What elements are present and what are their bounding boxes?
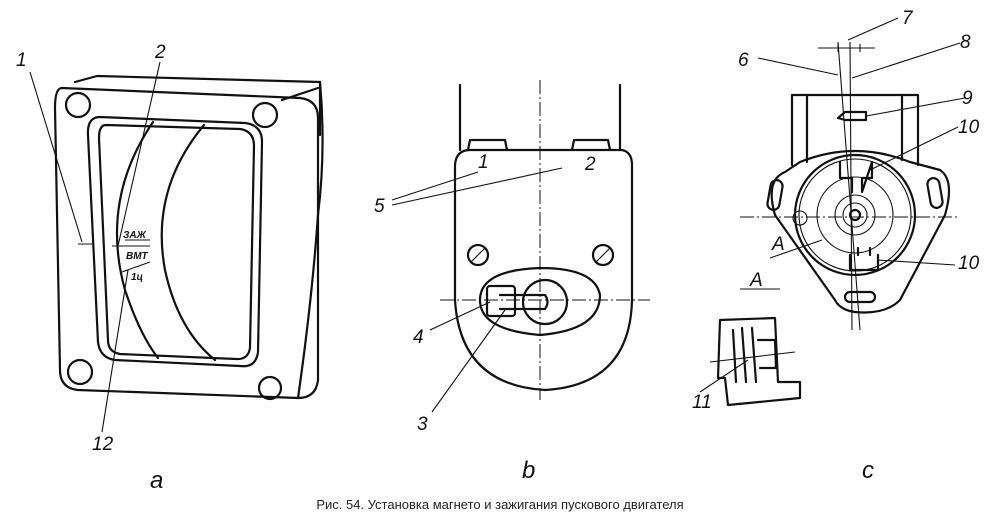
callout-a-2: 2 (154, 42, 166, 63)
panel-b-drawing (391, 80, 650, 413)
panel-label-c: c (862, 457, 874, 484)
callout-b-2: 2 (584, 154, 596, 175)
panel-label-b: b (522, 457, 535, 484)
panel-a-drawing (29, 61, 324, 433)
mark-cylinder: 1ц (131, 272, 143, 283)
callout-c-6: 6 (738, 50, 749, 71)
callout-a-1: 1 (16, 50, 27, 71)
callout-c-10-top: 10 (958, 117, 980, 138)
figure-caption: Рис. 54. Установка магнето и зажигания п… (316, 497, 684, 512)
mark-ignition: ЗАЖ (123, 230, 147, 241)
section-title-a: A (749, 270, 763, 291)
callout-b-4: 4 (413, 327, 424, 348)
mark-tdc: ВМТ (126, 251, 149, 262)
callout-c-8: 8 (960, 32, 971, 53)
callout-c-9: 9 (962, 88, 973, 109)
callout-b-5: 5 (374, 196, 385, 217)
callout-c-10-bottom: 10 (958, 253, 980, 274)
panel-label-a: a (150, 467, 163, 494)
panel-c-drawing (699, 17, 966, 407)
callout-b-3: 3 (417, 414, 428, 435)
section-mark-a: A (771, 234, 785, 255)
callout-c-11: 11 (692, 392, 712, 413)
callout-a-12: 12 (92, 434, 114, 455)
callout-c-7: 7 (902, 8, 914, 29)
callout-b-1: 1 (478, 152, 489, 173)
